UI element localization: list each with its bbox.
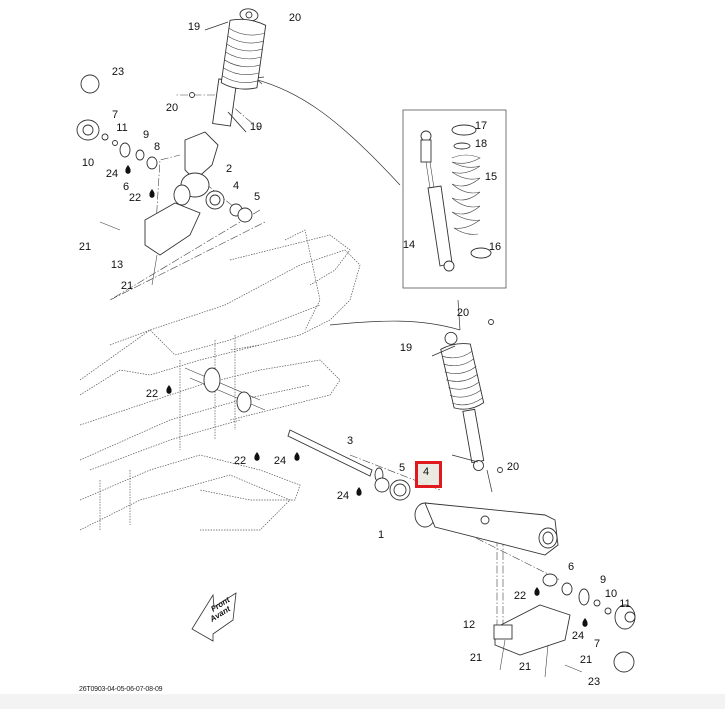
lower-hub-assembly [493,573,636,678]
oil-drop-icon [356,487,362,496]
upper-arm-assembly [76,74,243,286]
callout-c20-right-top: 20 [457,307,469,319]
callout-c21-d: 21 [580,654,592,666]
front-direction-arrow: Front Avant [191,592,237,642]
callout-c9-left: 9 [143,129,149,141]
callout-c17: 17 [475,120,487,132]
callout-c1: 1 [378,529,384,541]
callout-c22-frame-a: 22 [146,388,158,400]
callout-c4-top: 4 [233,180,239,192]
callout-c21-a: 21 [79,241,91,253]
callout-c15: 15 [485,171,497,183]
callout-c20-right-bot: 20 [507,461,519,473]
callout-c21-e: 21 [519,661,531,673]
callout-c6-left: 6 [123,181,129,193]
callout-c2: 2 [226,163,232,175]
callout-c24-frame-a: 24 [274,455,286,467]
callout-c24-right: 24 [572,630,584,642]
oil-drop-icon [125,165,131,174]
callout-c24-frame-b: 24 [337,490,349,502]
callout-c10-right: 10 [605,588,617,600]
callout-c10-left: 10 [82,157,94,169]
oil-drop-icon [534,587,540,596]
callout-c7-left: 7 [112,109,118,121]
callout-c8-left: 8 [154,141,160,153]
callout-c6-right: 6 [568,561,574,573]
callout-c5-mid: 5 [399,462,405,474]
upper-shock-absorber [189,8,267,133]
callout-c22-left: 22 [129,192,141,204]
callout-c5-top: 5 [254,191,260,203]
callout-c11-left: 11 [116,122,127,134]
callout-c19-mid: 19 [250,121,262,133]
callout-c11-right: 11 [619,598,630,610]
callout-c3: 3 [347,435,353,447]
lubricant-markers [125,165,588,627]
detail-reference-arrows [249,76,461,331]
parts-diagram: Front Avant 2019232071119981022464225211… [76,8,636,688]
shock-detail-inset [402,109,507,289]
oil-drop-icon [254,452,260,461]
chassis-frame [79,229,361,531]
swing-arm [389,479,559,556]
bottom-strip [0,694,725,709]
callout-c23-right: 23 [588,676,600,688]
callout-c21-c: 21 [470,652,482,664]
oil-drop-icon [294,452,300,461]
circlips [237,207,390,493]
callout-c9-right: 9 [600,574,606,586]
callout-c16: 16 [489,241,501,253]
callout-c18: 18 [475,138,487,150]
callout-c24-left: 24 [106,168,118,180]
callout-c20-mid: 20 [166,102,178,114]
callout-c20-top: 20 [289,12,301,24]
lower-shock-absorber [431,319,503,493]
callout-c21-b: 21 [121,280,133,292]
pivot-shaft [287,429,384,483]
highlight-callout-label: 4 [423,466,430,478]
callout-c19-top: 19 [188,21,200,33]
reference-code: 26T0903-04-05-06-07-08-09 [79,686,163,693]
oil-drop-icon [582,618,588,627]
callout-c22-frame-b: 22 [234,455,246,467]
callout-c7-right: 7 [594,638,600,650]
oil-drop-icon [149,189,155,198]
callout-c19-right: 19 [400,342,412,354]
callout-c22-right: 22 [514,590,526,602]
callout-c13: 13 [111,259,123,271]
callout-c12: 12 [463,619,475,631]
callout-c14: 14 [403,239,415,251]
callout-c23-left: 23 [112,66,124,78]
oil-drop-icon [166,385,172,394]
highlight-box[interactable] [415,461,442,488]
